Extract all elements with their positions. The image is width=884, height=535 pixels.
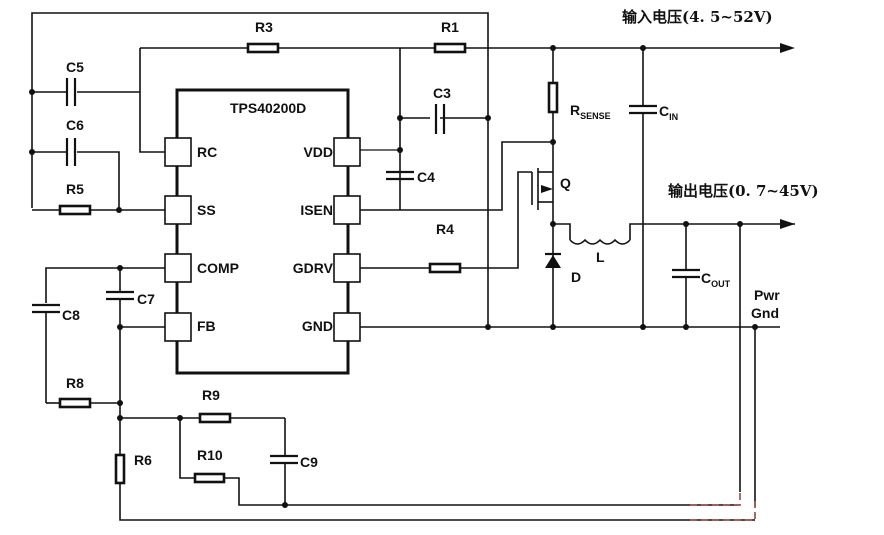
capacitor-cout [672,268,700,279]
wires [31,12,795,521]
wire-top-loop [31,12,489,328]
pin-label-rc: RC [197,144,217,160]
label-pwr: Pwr [754,287,780,303]
capacitor-c3 [434,104,446,134]
label-cout: COUT [701,270,731,289]
vout-arrow-icon [780,219,795,229]
pin-label-vdd: VDD [303,144,333,160]
resistor-r6 [114,453,126,485]
pin-ss [164,195,192,225]
label-cin: CIN [659,103,678,122]
resistor-r1 [433,42,467,54]
highlight-trace [690,492,741,506]
output-voltage-label: 输出电压(0. 7~45V) [668,182,819,200]
inductor-l: L [569,238,631,265]
pin-comp [164,253,192,283]
capacitor-c8 [32,303,60,314]
highlight-trace [690,500,756,521]
ic-tps40200d: TPS40200D RC SS COMP FB VDD ISEN GDRV GN… [164,88,361,375]
pin-label-fb: FB [197,318,216,334]
label-c3: C3 [433,85,451,101]
junctions [29,45,758,508]
resistor-r10 [193,472,226,484]
label-r1: R1 [441,19,459,35]
resistor-r8 [58,397,92,409]
resistor-r3 [246,42,280,54]
capacitors: C5 C6 C3 C4 CIN COUT C7 C8 C9 [32,59,731,470]
resistors: R3 R1 R5 R4 RSENSE R8 R9 R10 R6 [58,19,611,485]
label-c4: C4 [417,169,435,185]
label-rsense: RSENSE [570,102,611,121]
label-r3: R3 [255,19,273,35]
diode-d: D [545,252,581,285]
label-r6: R6 [134,452,152,468]
label-c9: C9 [300,454,318,470]
pin-label-gdrv: GDRV [293,260,334,276]
wire-rc [139,48,165,153]
mosfet-q: Q [531,168,571,210]
pin-vdd [333,137,361,167]
resistor-rsense [547,81,559,114]
pin-label-ss: SS [197,202,216,218]
capacitor-c9 [270,454,298,465]
pin-label-comp: COMP [197,260,239,276]
capacitor-c6 [65,138,77,166]
label-r10: R10 [197,447,223,463]
pin-fb [164,312,192,342]
pin-isen [333,195,361,225]
label-l: L [596,249,605,265]
resistor-r9 [198,412,232,424]
label-c7: C7 [137,291,155,307]
label-d: D [571,269,581,285]
pin-label-gnd: GND [302,318,333,334]
label-r5: R5 [66,181,84,197]
capacitor-c4 [386,170,414,181]
pin-rc [164,137,192,167]
pin-label-isen: ISEN [300,202,333,218]
label-r8: R8 [66,375,84,391]
capacitor-c5 [65,78,77,106]
input-voltage-label: 输入电压(4. 5~52V) [622,8,773,26]
pin-gdrv [333,253,361,283]
label-r9: R9 [202,387,220,403]
label-r4: R4 [436,221,454,237]
label-gnd: Gnd [751,305,779,321]
label-q: Q [560,175,571,191]
label-c6: C6 [66,117,84,133]
resistor-r4 [428,262,462,274]
resistor-r5 [58,204,92,216]
ic-name: TPS40200D [230,100,306,116]
capacitor-c7 [106,290,134,301]
mosfet-arrow-icon [541,185,553,193]
label-c8: C8 [62,307,80,323]
pin-gnd [333,312,361,342]
vin-arrow-icon [780,43,795,53]
label-c5: C5 [66,59,84,75]
capacitor-cin [629,104,657,115]
